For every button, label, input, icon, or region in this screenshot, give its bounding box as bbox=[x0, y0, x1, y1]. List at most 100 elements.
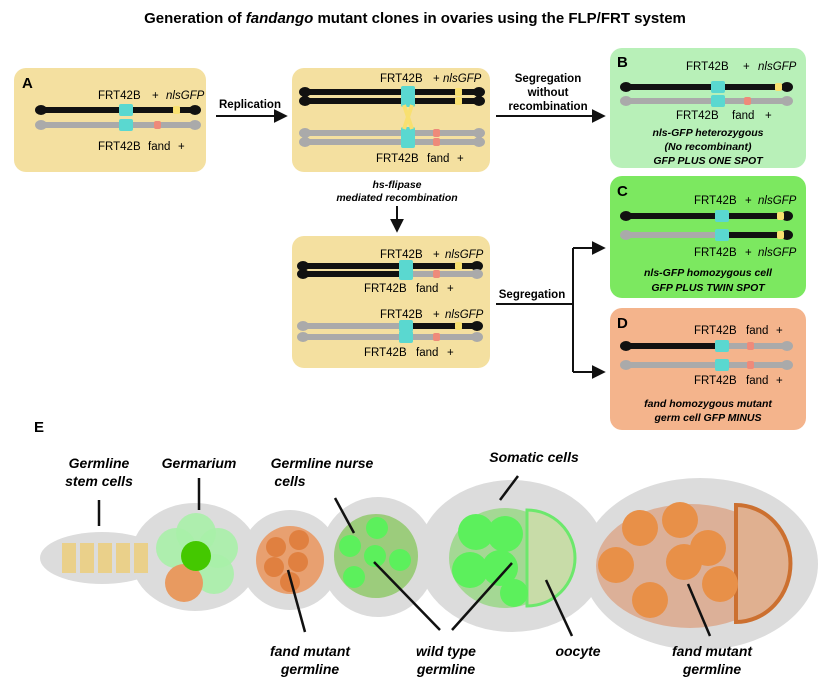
late-mutant-nurse-cell bbox=[662, 502, 698, 538]
panel-b-box bbox=[610, 48, 806, 168]
fand-marker bbox=[433, 129, 440, 137]
panel-c-caption-1: nls-GFP homozygous cell bbox=[644, 267, 773, 279]
wt-late-nurse-cell bbox=[452, 552, 488, 588]
rep-chrom-4 bbox=[299, 136, 485, 148]
recomb-4-plus: + bbox=[447, 347, 454, 359]
replication-label: Replication bbox=[219, 99, 281, 111]
fand-marker bbox=[433, 138, 440, 146]
recomb-3-plus: + bbox=[433, 309, 440, 321]
panel-c-bottom-plus: + bbox=[745, 247, 752, 259]
late-mutant-nurse-cell bbox=[598, 547, 634, 583]
panel-d-chrom-bottom bbox=[620, 359, 793, 371]
flipase-label-2: mediated recombination bbox=[336, 192, 457, 204]
frt-site bbox=[715, 210, 729, 222]
wt-late-nurse-cell bbox=[458, 514, 494, 550]
label-nurse-cells-1: Germline nurse bbox=[271, 455, 374, 471]
wt-nurse-cell bbox=[366, 517, 388, 539]
recomb-4-fand: fand bbox=[416, 347, 438, 359]
rep-top-gfp: nlsGFP bbox=[443, 73, 482, 85]
label-fand-mutant-1b: germline bbox=[280, 661, 340, 677]
panel-d-box bbox=[610, 308, 806, 430]
panel-b-letter: B bbox=[617, 54, 628, 71]
stem-cell bbox=[98, 543, 112, 573]
germarium-center-cell bbox=[181, 541, 211, 571]
leader-oocyte bbox=[544, 579, 574, 637]
wt-late-nurse-cell bbox=[487, 516, 523, 552]
chiasma bbox=[402, 104, 414, 130]
late-mutant-nurse-cell bbox=[702, 566, 738, 602]
segregation-branch bbox=[496, 248, 574, 372]
panel-a-top-gfp: nlsGFP bbox=[166, 90, 205, 102]
panel-c-top-gfp: nlsGFP bbox=[758, 195, 797, 207]
recomb-3-frt: FRT42B bbox=[380, 309, 423, 321]
wt-late-nurse-cell bbox=[482, 550, 518, 586]
panel-a-bottom-fand: fand bbox=[148, 141, 170, 153]
panel-d-caption-2: germ cell GFP MINUS bbox=[654, 412, 762, 424]
recomb-2-fand: fand bbox=[416, 283, 438, 295]
panel-b-top-gfp: nlsGFP bbox=[758, 61, 797, 73]
panel-a-bottom-plus: + bbox=[178, 141, 185, 153]
panel-b-caption-3: GFP PLUS ONE SPOT bbox=[653, 155, 764, 167]
panel-d-top-fand: fand bbox=[746, 325, 768, 337]
frt-site bbox=[399, 320, 413, 332]
panel-c-caption-2: GFP PLUS TWIN SPOT bbox=[651, 282, 766, 294]
rep-bottom-plus: + bbox=[457, 153, 464, 165]
label-stem-cells-1: Germline bbox=[69, 455, 130, 471]
frt-site bbox=[711, 95, 725, 107]
gfp-marker bbox=[455, 322, 462, 330]
panel-b-caption-1: nls-GFP heterozygous bbox=[652, 127, 763, 139]
rep-chrom-3 bbox=[299, 127, 485, 139]
stem-cell bbox=[116, 543, 130, 573]
frt-site bbox=[715, 229, 729, 241]
panel-e-letter: E bbox=[34, 419, 44, 436]
oocyte-mutant bbox=[734, 502, 793, 625]
segregation-norec-label-3: recombination bbox=[508, 101, 587, 113]
recomb-1-gfp: nlsGFP bbox=[445, 249, 484, 261]
leader-fand-mutant-1 bbox=[286, 569, 307, 633]
panel-d-top-plus: + bbox=[776, 325, 783, 337]
leader-wild-type-b bbox=[451, 562, 513, 631]
panel-b-chrom-top bbox=[620, 81, 793, 93]
frt-site bbox=[401, 95, 415, 107]
panel-c-bottom-frt: FRT42B bbox=[694, 247, 737, 259]
panel-a-bottom-frt: FRT42B bbox=[98, 141, 141, 153]
wt-nurse-cell bbox=[364, 545, 386, 567]
panel-a-chrom-bottom bbox=[35, 119, 201, 131]
rep-bottom-fand: fand bbox=[427, 153, 449, 165]
segregation-label: Segregation bbox=[499, 289, 565, 301]
panel-b-bottom-plus: + bbox=[765, 110, 772, 122]
panel-b-bottom-frt: FRT42B bbox=[676, 110, 719, 122]
flipase-label-1: hs-flipase bbox=[372, 179, 421, 191]
frt-site bbox=[399, 268, 413, 280]
leader-nurse-cells bbox=[333, 497, 356, 534]
rep-chrom-1 bbox=[299, 86, 485, 98]
title-prefix: Generation of bbox=[144, 10, 246, 27]
panel-c-chrom-top bbox=[620, 210, 793, 222]
segregation-norec-label-1: Segregation bbox=[515, 73, 581, 85]
panel-a-top-frt: FRT42B bbox=[98, 90, 141, 102]
panel-c-top-frt: FRT42B bbox=[694, 195, 737, 207]
wt-nurse-cell bbox=[339, 535, 361, 557]
wt-nurse-cell bbox=[389, 549, 411, 571]
panel-b-top-plus: + bbox=[743, 61, 750, 73]
rep-bottom-frt: FRT42B bbox=[376, 153, 419, 165]
gfp-marker bbox=[173, 106, 180, 114]
recomb-chrom-3 bbox=[297, 320, 483, 332]
mutant-nurse-cell bbox=[289, 530, 309, 550]
recomb-chrom-1 bbox=[297, 260, 483, 272]
mutant-nurse-cell bbox=[266, 537, 286, 557]
recomb-1-plus: + bbox=[433, 249, 440, 261]
frt-site bbox=[715, 340, 729, 352]
stem-cell bbox=[134, 543, 148, 573]
frt-site bbox=[715, 359, 729, 371]
panel-c-bottom-gfp: nlsGFP bbox=[758, 247, 797, 259]
panel-a-top-plus: + bbox=[152, 90, 159, 102]
panel-a-box bbox=[14, 68, 206, 172]
recomb-1-frt: FRT42B bbox=[380, 249, 423, 261]
recomb-3-gfp: nlsGFP bbox=[445, 309, 484, 321]
panel-c-top-plus: + bbox=[745, 195, 752, 207]
mutant-nurse-cell bbox=[264, 557, 284, 577]
chromosome-layer bbox=[35, 81, 793, 371]
fand-marker bbox=[433, 270, 440, 278]
